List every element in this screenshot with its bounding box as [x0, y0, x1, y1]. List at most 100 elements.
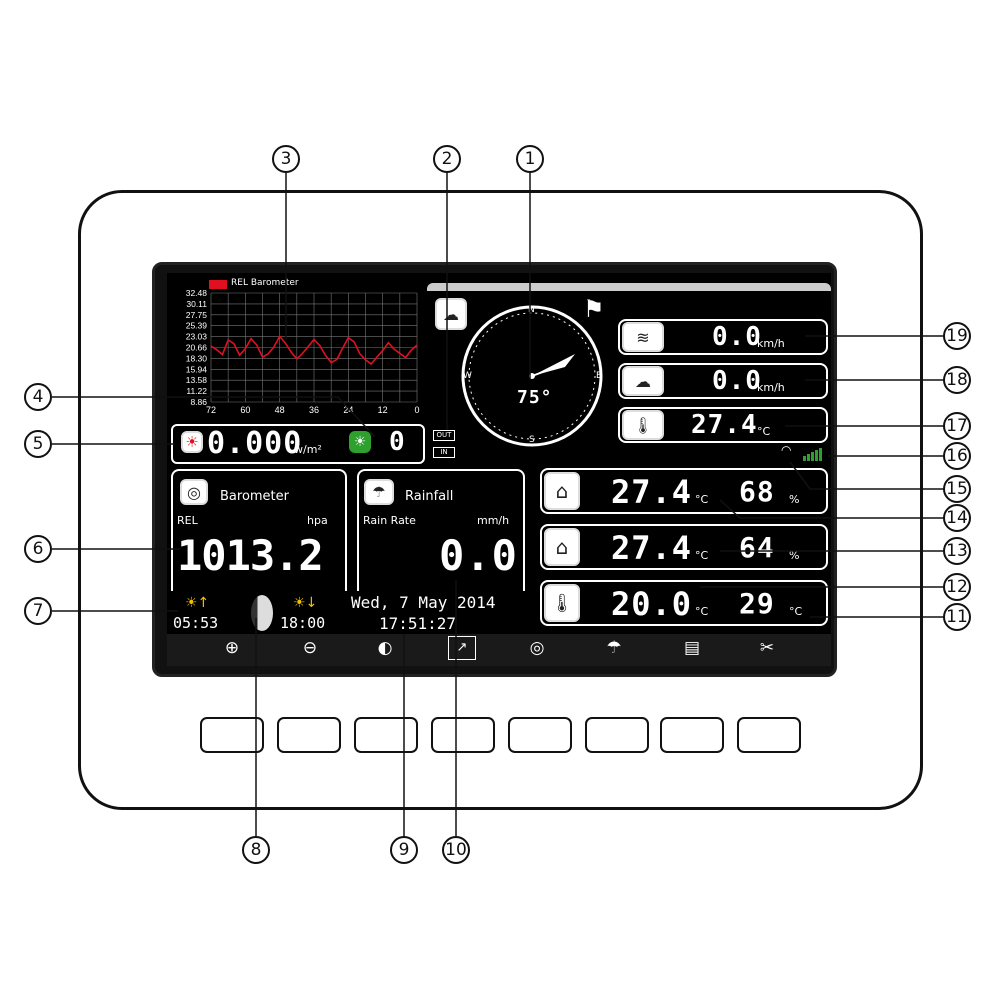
wind-chill-icon: 🌡	[622, 410, 664, 440]
hardware-button-8[interactable]	[737, 717, 801, 753]
callout-10: 10	[442, 836, 470, 864]
wind-speed-panel	[618, 319, 828, 355]
hardware-button-1[interactable]	[200, 717, 264, 753]
barometer-unit: hpa	[307, 514, 328, 527]
hardware-button-6[interactable]	[585, 717, 649, 753]
compass-degrees: 75°	[517, 387, 553, 408]
callout-17: 17	[943, 412, 971, 440]
signal-icon	[803, 447, 825, 461]
solar-value: 0.000	[207, 426, 303, 461]
chart-x-tick: 48	[275, 405, 285, 415]
uv-icon: ☀	[349, 431, 371, 453]
time-label: 17:51:27	[379, 614, 457, 633]
minus-icon[interactable]: ⊖	[302, 638, 318, 658]
sunrise-time: 05:53	[173, 614, 219, 632]
battery-out-icon: OUT	[433, 430, 455, 441]
tools-icon[interactable]: ✂	[759, 638, 775, 658]
battery-in-label: IN	[440, 448, 448, 456]
compass-e: E	[596, 371, 602, 381]
rainfall-sub: Rain Rate	[363, 514, 416, 527]
chart-x-tick: 36	[309, 405, 319, 415]
signal-bar-3	[811, 452, 814, 461]
rainfall-value: 0.0	[439, 531, 518, 580]
indoor-temp: 27.4	[611, 473, 693, 511]
wind-panel-border	[427, 283, 831, 291]
dewpoint-temp-unit: °C	[695, 605, 709, 618]
chart-y-tick: 23.03	[186, 332, 208, 342]
compass-n: N	[528, 305, 535, 315]
sun-icon: ☀	[181, 431, 203, 453]
compass-center	[529, 373, 535, 379]
signal-bar-5	[819, 448, 822, 461]
callout-18: 18	[943, 366, 971, 394]
graph-icon[interactable]: ↗	[448, 636, 476, 660]
indoor-humidity-unit: %	[789, 493, 800, 506]
hardware-button-7[interactable]	[660, 717, 724, 753]
indoor-humidity: 68	[739, 475, 775, 508]
chart-x-tick: 60	[240, 405, 250, 415]
chart-y-tick: 27.75	[186, 310, 208, 320]
sunset-time: 18:00	[280, 614, 326, 632]
hardware-button-3[interactable]	[354, 717, 418, 753]
outdoor-temp: 27.4	[611, 529, 693, 567]
barometer-icon[interactable]: ◎	[529, 638, 545, 658]
barometer-panel	[171, 469, 347, 591]
rain-icon[interactable]: ☂	[606, 638, 622, 658]
compass-inner-ring	[468, 312, 596, 440]
callout-2: 2	[433, 145, 461, 173]
barometer-title: Barometer	[220, 489, 289, 504]
chart-y-tick: 13.58	[186, 375, 208, 385]
wind-speed-value: 0.0	[712, 322, 762, 352]
signal-bar-2	[807, 454, 810, 461]
callout-9: 9	[390, 836, 418, 864]
solar-unit: w/m²	[294, 443, 322, 456]
sunrise-icon: ☀↑	[185, 595, 210, 611]
rainfall-unit: mm/h	[477, 514, 510, 527]
battery-in-icon: IN	[433, 447, 455, 458]
hardware-button-4[interactable]	[431, 717, 495, 753]
chart-x-tick: 24	[343, 405, 353, 415]
compass-ring	[461, 305, 603, 447]
chart-y-tick: 25.39	[186, 321, 208, 331]
rainfall-panel	[357, 469, 525, 591]
callout-5: 5	[24, 430, 52, 458]
indoor-temp-unit: °C	[695, 493, 709, 506]
outdoor-temp-unit: °C	[695, 549, 709, 562]
wind-chill-value: 27.4	[691, 410, 758, 440]
barometer-rel: REL	[177, 514, 198, 527]
plus-icon[interactable]: ⊕	[224, 638, 240, 658]
barometer-chart: 32.4830.1127.7525.3923.0320.6618.3015.94…	[186, 288, 420, 415]
outdoor-icon: ⌂	[544, 528, 580, 566]
date-label: Wed, 7 May 2014	[351, 593, 496, 612]
chart-y-tick: 15.94	[186, 364, 208, 374]
legend-swatch	[209, 280, 227, 289]
callout-14: 14	[943, 504, 971, 532]
compass-s: S	[529, 435, 535, 445]
dewpoint-panel	[540, 580, 828, 626]
barometer-value: 1013.2	[177, 531, 324, 580]
hardware-button-5[interactable]	[508, 717, 572, 753]
contrast-icon[interactable]: ◐	[377, 638, 393, 658]
chart-x-tick: 0	[414, 405, 419, 415]
wind-chill-unit: °C	[757, 425, 771, 438]
outdoor-humidity-unit: %	[789, 549, 800, 562]
moon-phase-icon	[251, 595, 273, 631]
wind-direction-icon: ☁	[435, 298, 467, 330]
compass-needle	[532, 354, 575, 376]
chart-series-line	[210, 334, 418, 366]
hardware-button-2[interactable]	[277, 717, 341, 753]
signal-bar-4	[815, 450, 818, 461]
toolbar	[167, 634, 831, 666]
chart-y-tick: 32.48	[186, 288, 208, 298]
chart-grid	[210, 292, 418, 403]
chart-x-tick: 72	[206, 405, 216, 415]
callout-4: 4	[24, 383, 52, 411]
uvi-value: 0	[389, 427, 406, 457]
compass-needle-stem	[531, 362, 568, 377]
callout-6: 6	[24, 535, 52, 563]
rain-icon: ☂	[364, 479, 394, 505]
chart-y-tick: 20.66	[186, 343, 208, 353]
log-icon[interactable]: ▤	[683, 638, 701, 658]
callout-12: 12	[943, 573, 971, 601]
